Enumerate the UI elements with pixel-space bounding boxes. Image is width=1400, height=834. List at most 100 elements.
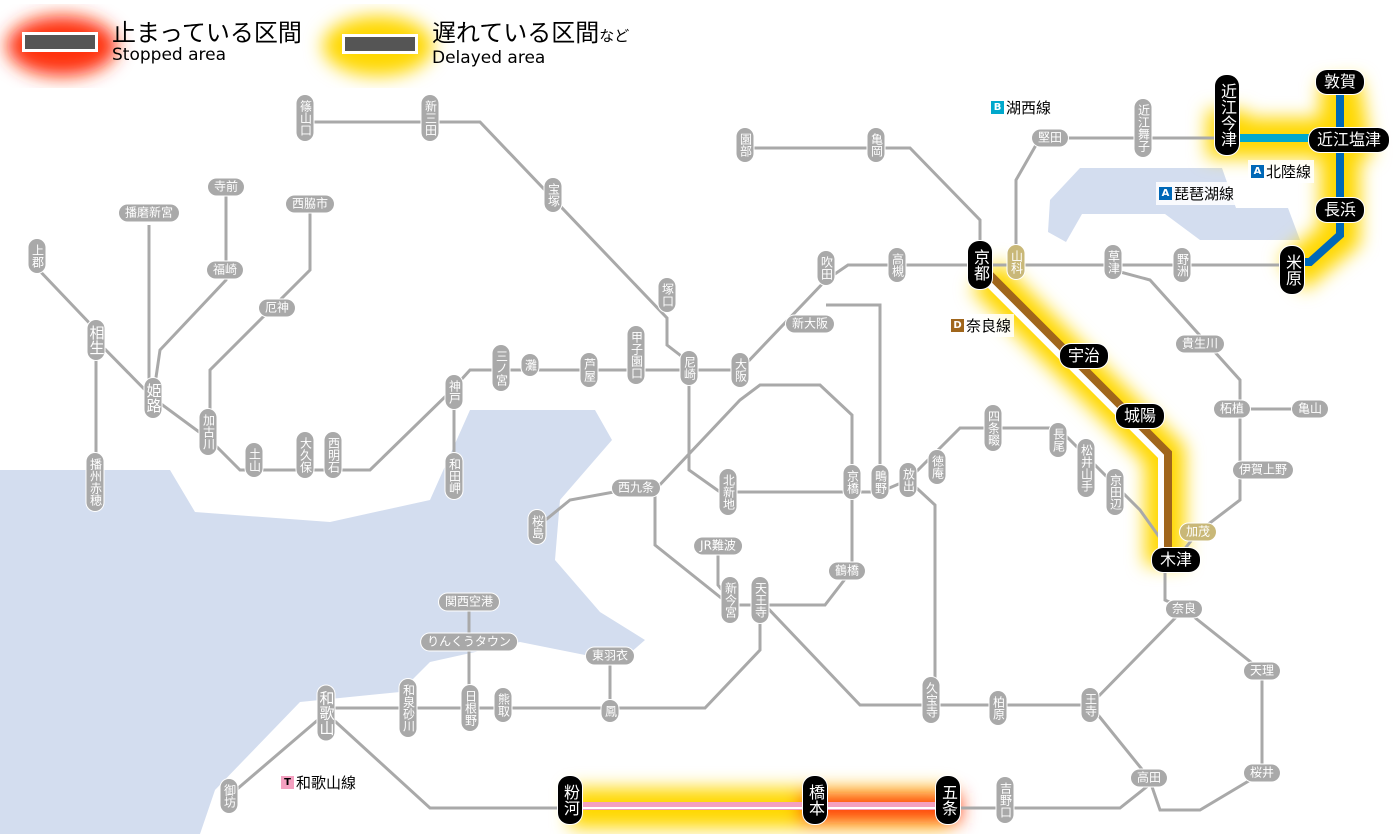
line-badge: B [991,101,1004,114]
station[interactable]: 熊取 [494,688,512,722]
station[interactable]: JR難波 [694,537,742,555]
station[interactable]: 西脇市 [285,195,335,213]
station[interactable]: 堅田 [1031,129,1069,147]
station[interactable]: 神戸 [445,375,463,409]
station[interactable]: 鶴橋 [828,562,866,580]
station[interactable]: 桜井 [1243,764,1281,782]
station[interactable]: りんくうタウン [421,633,517,651]
station[interactable]: 天王寺 [751,577,769,623]
station[interactable]: 北新地 [719,469,737,515]
station[interactable]: 桜島 [528,510,546,544]
station[interactable]: 放出 [899,463,917,497]
station[interactable]: 播州赤穂 [86,453,104,511]
station[interactable]: 姫路 [144,378,163,418]
station[interactable]: 大阪 [731,353,749,387]
station[interactable]: 松井山手 [1077,439,1095,497]
station-delayed[interactable]: 城陽 [1115,404,1165,428]
station[interactable]: 山科 [1007,245,1025,279]
legend-stopped: 止まっている区間 Stopped area [22,20,302,64]
station-delayed[interactable]: 京都 [968,241,992,289]
station-delayed[interactable]: 米原 [1280,246,1304,294]
station-delayed[interactable]: 近江塩津 [1308,128,1390,152]
station[interactable]: 徳庵 [928,450,946,484]
delayed-label-suffix: など [599,27,630,45]
station[interactable]: 播磨新宮 [118,204,180,222]
station[interactable]: 亀山 [1291,400,1329,418]
station[interactable]: 新今宮 [721,577,739,623]
station[interactable]: 草津 [1104,245,1122,279]
station[interactable]: 加茂 [1179,523,1217,541]
station[interactable]: 甲子園口 [627,326,645,384]
station-delayed[interactable]: 木津 [1151,548,1201,572]
station[interactable]: 貴生川 [1175,335,1225,353]
station[interactable]: 灘 [521,354,539,376]
station[interactable]: 高田 [1130,769,1168,787]
line-name: 湖西線 [1006,99,1052,117]
station[interactable]: 宝塚 [544,178,562,212]
station[interactable]: 塚口 [658,278,676,312]
line-badge: D [951,319,964,332]
station-delayed[interactable]: 近江今津 [1215,75,1239,155]
line-name: 北陸線 [1266,163,1312,181]
station[interactable]: 東羽衣 [585,647,635,665]
station[interactable]: 加古川 [199,409,217,455]
station[interactable]: 京橋 [843,465,861,499]
station[interactable]: 西明石 [324,432,342,478]
nara-line-track [985,270,1172,560]
station-stopped[interactable]: 五条 [936,776,960,824]
station[interactable]: 鳳 [601,700,619,722]
station[interactable]: 篠山口 [296,95,314,141]
station[interactable]: 園部 [736,128,754,162]
station[interactable]: 相生 [87,320,106,360]
station[interactable]: 柏原 [989,691,1007,725]
station[interactable]: 尼崎 [680,351,698,385]
station[interactable]: 寺前 [207,178,245,196]
station[interactable]: 久宝寺 [922,677,940,723]
station[interactable]: 新大阪 [785,315,835,333]
station[interactable]: 吉野口 [996,777,1014,823]
station[interactable]: 和歌山 [317,685,336,741]
station[interactable]: 和田岬 [445,453,463,499]
station[interactable]: 新三田 [421,95,439,141]
station[interactable]: 近江舞子 [1134,99,1152,157]
station[interactable]: 四条畷 [984,405,1002,451]
station[interactable]: 上郡 [28,239,46,273]
station[interactable]: 御坊 [220,779,238,813]
station[interactable]: 西九条 [611,479,661,497]
station[interactable]: 三ノ宮 [492,345,510,391]
station[interactable]: 和泉砂川 [399,679,417,737]
station[interactable]: 亀岡 [867,128,885,162]
station[interactable]: 鴫野 [871,465,889,499]
station-stopped[interactable]: 橋本 [803,776,827,824]
station[interactable]: 日根野 [461,685,479,731]
station[interactable]: 天理 [1243,662,1281,680]
station[interactable]: 関西空港 [438,593,500,611]
station[interactable]: 王寺 [1081,688,1099,722]
station-delayed[interactable]: 長浜 [1315,198,1365,222]
line-name: 和歌山線 [296,774,357,792]
station[interactable]: 土山 [245,443,263,477]
station[interactable]: 野洲 [1173,248,1191,282]
station[interactable]: 大久保 [296,432,314,478]
station-stopped[interactable]: 粉河 [558,776,582,824]
station-delayed[interactable]: 宇治 [1059,344,1109,368]
station[interactable]: 厄神 [258,299,296,317]
station[interactable]: 京田辺 [1106,469,1124,515]
station[interactable]: 伊賀上野 [1232,461,1294,479]
stopped-label-jp: 止まっている区間 [112,19,302,47]
station[interactable]: 吹田 [817,251,835,285]
station[interactable]: 奈良 [1165,600,1203,618]
station[interactable]: 福崎 [206,261,244,279]
station-delayed[interactable]: 敦賀 [1315,70,1365,94]
line-name: 奈良線 [966,317,1012,335]
station[interactable]: 高槻 [888,248,906,282]
station[interactable]: 柘植 [1213,400,1251,418]
station[interactable]: 芦屋 [580,353,598,387]
station[interactable]: 長尾 [1049,423,1067,457]
